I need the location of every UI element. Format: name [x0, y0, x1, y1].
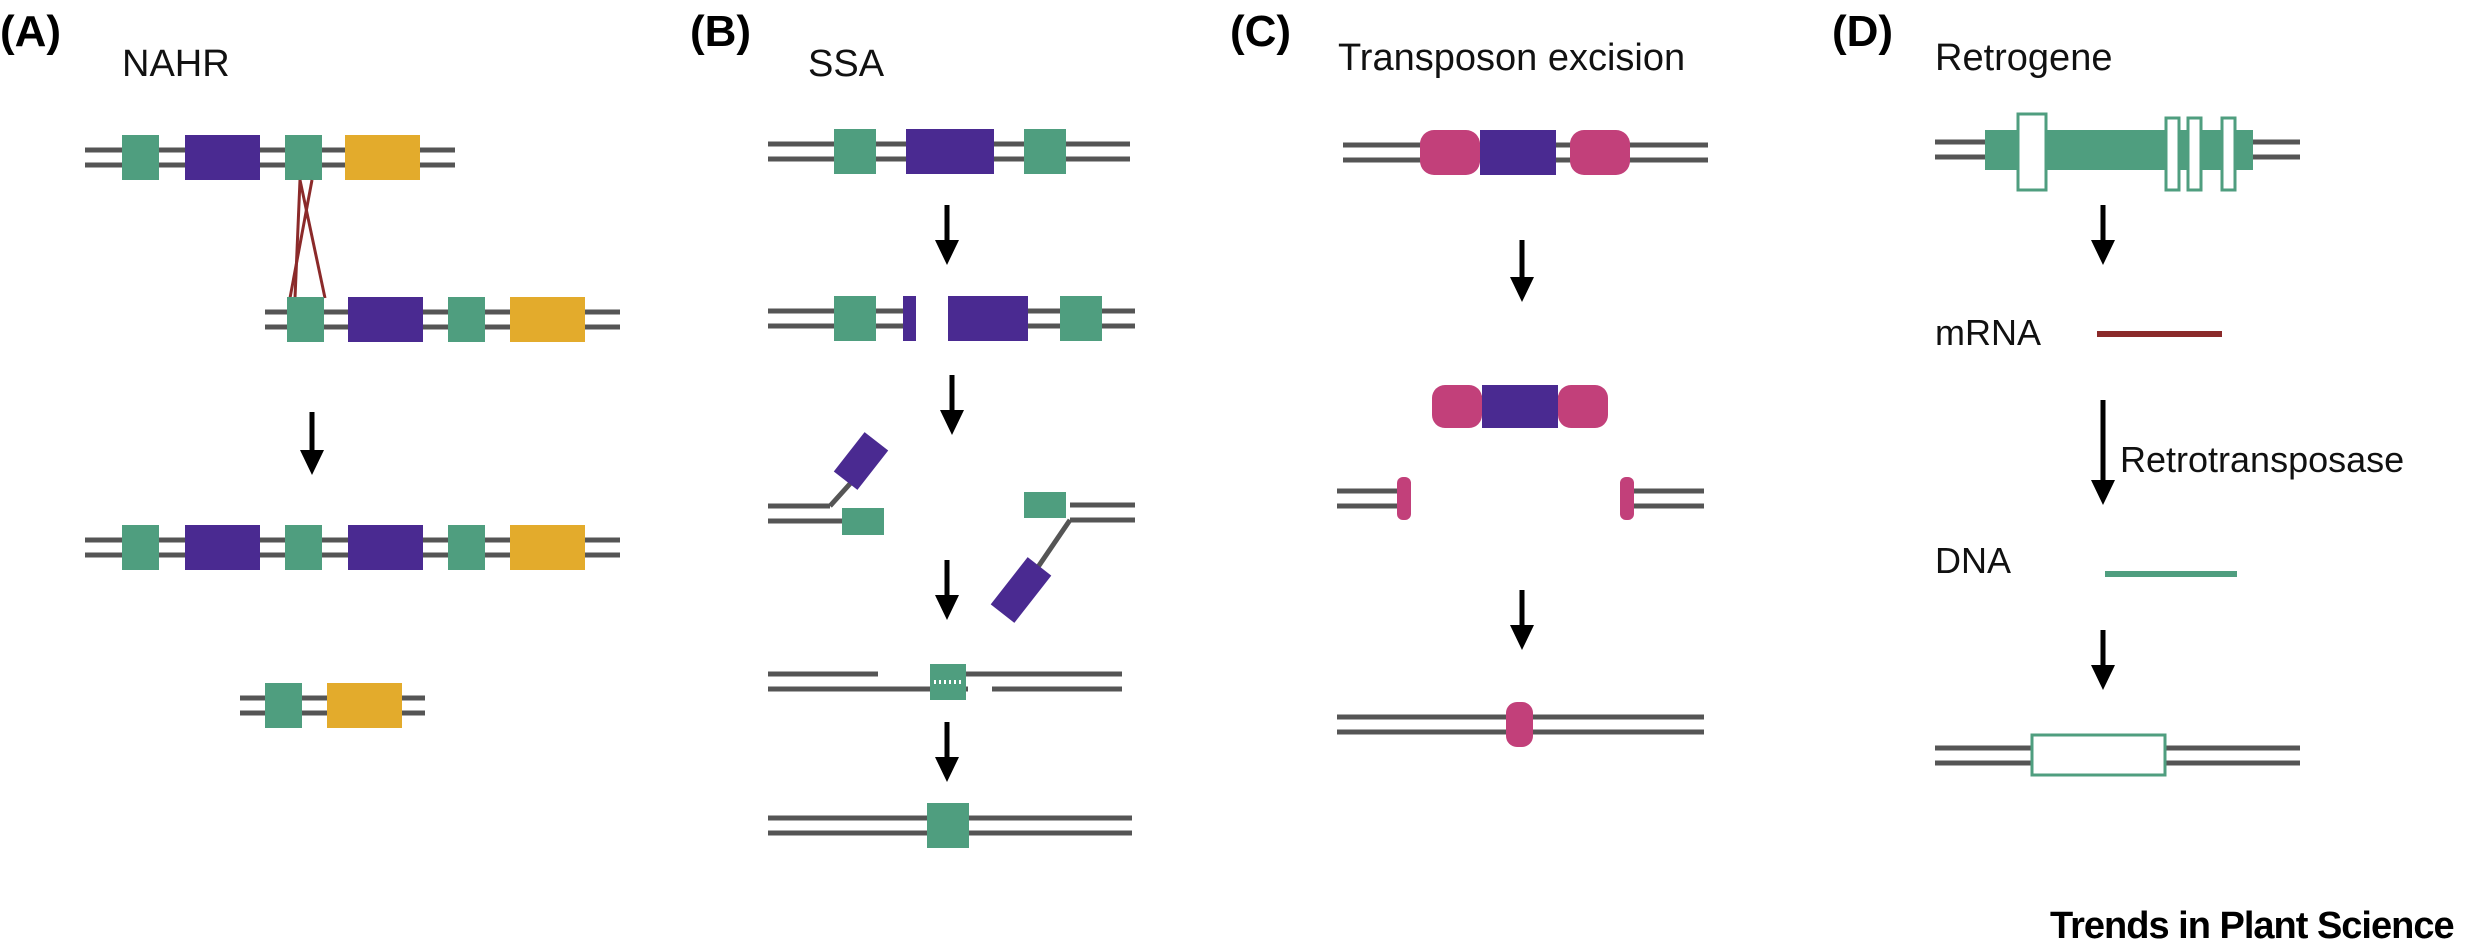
- dna-label: DNA: [1935, 540, 2011, 581]
- repeat-box: [1060, 296, 1102, 341]
- arrow-down-icon: [935, 560, 959, 620]
- arrow-down-icon: [2091, 400, 2115, 505]
- repeat-box: [834, 129, 876, 174]
- repeat-box: [448, 297, 485, 342]
- panel-a: (A) NAHR: [0, 7, 620, 728]
- transposon-end: [1570, 130, 1630, 175]
- transposon-end: [1558, 385, 1608, 428]
- ssa-double-strand-break: [768, 296, 1135, 341]
- transposon-footprint: [1337, 702, 1704, 747]
- gene-box: [185, 135, 260, 180]
- repeat-box: [122, 135, 159, 180]
- repeat-box: [285, 135, 322, 180]
- parent-gene: [1935, 112, 2300, 192]
- repeat-box: [927, 803, 969, 848]
- transposon-chromosome: [1343, 130, 1708, 175]
- repeat-box: [1024, 492, 1066, 518]
- ssa-chromosome-1: [768, 129, 1130, 174]
- repeat-box: [285, 525, 322, 570]
- gene-box: [510, 525, 585, 570]
- mrna-label: mRNA: [1935, 312, 2041, 353]
- gene-box: [510, 297, 585, 342]
- transposon-end: [1420, 130, 1480, 175]
- arrow-down-icon: [2091, 630, 2115, 690]
- gene-box: [1480, 130, 1556, 175]
- nahr-deletion-product: [240, 683, 425, 728]
- gene-box: [833, 432, 889, 490]
- nahr-chromosome-2: [265, 297, 620, 342]
- repeat-box: [842, 508, 884, 535]
- nahr-duplication-product: [85, 525, 620, 570]
- transposon-end: [1432, 385, 1482, 428]
- inserted-retrogene: [1935, 733, 2300, 777]
- panel-b: (B) SSA: [690, 7, 1135, 848]
- retrogene-box: [2030, 733, 2167, 777]
- footprint: [1506, 702, 1533, 747]
- exon-box: [2164, 116, 2181, 192]
- gene-box: [345, 135, 420, 180]
- repeat-box: [122, 525, 159, 570]
- gene-fragment: [903, 296, 916, 341]
- ssa-annealing: [768, 664, 1122, 700]
- journal-footer: Trends in Plant Science: [2050, 905, 2454, 947]
- repeat-box: [265, 683, 302, 728]
- gene-box: [327, 683, 402, 728]
- exon-box: [2220, 116, 2237, 192]
- panel-c: (C) Transposon excision: [1230, 7, 1708, 747]
- crossover-lines: [288, 179, 327, 299]
- repeat-box: [834, 296, 876, 341]
- gene-box: [1482, 385, 1558, 428]
- exon-box: [2186, 116, 2203, 192]
- panel-d-title: Retrogene: [1935, 37, 2112, 79]
- gene-box: [185, 525, 260, 570]
- cut-end: [1397, 477, 1411, 520]
- gene-box: [906, 129, 994, 174]
- arrow-down-icon: [2091, 205, 2115, 265]
- panel-b-letter: (B): [690, 7, 751, 56]
- nahr-chromosome-1: [85, 135, 455, 180]
- broken-chromosome: [1337, 477, 1704, 520]
- retrotransposase-label: Retrotransposase: [2120, 439, 2404, 480]
- panel-b-title: SSA: [808, 43, 885, 85]
- cut-end: [1620, 477, 1634, 520]
- panel-a-letter: (A): [0, 7, 61, 56]
- arrow-down-icon: [300, 412, 324, 475]
- gene-box: [948, 296, 1028, 341]
- repeat-box: [1024, 129, 1066, 174]
- gene-box: [990, 557, 1052, 623]
- arrow-down-icon: [935, 722, 959, 782]
- panel-a-title: NAHR: [122, 43, 230, 85]
- repeat-box: [287, 297, 324, 342]
- panel-d: (D) Retrogene mRNA Retrotransposase DNA: [1832, 7, 2404, 777]
- arrow-down-icon: [935, 205, 959, 265]
- arrow-down-icon: [940, 375, 964, 435]
- panel-d-letter: (D): [1832, 7, 1893, 56]
- excised-transposon: [1432, 385, 1608, 428]
- panel-c-letter: (C): [1230, 7, 1291, 56]
- arrow-down-icon: [1510, 240, 1534, 302]
- repeat-box: [448, 525, 485, 570]
- gene-box: [348, 297, 423, 342]
- panel-c-title: Transposon excision: [1338, 37, 1685, 79]
- ssa-product: [768, 803, 1132, 848]
- exon-box: [2016, 112, 2048, 192]
- ssa-resection: [768, 432, 1135, 623]
- arrow-down-icon: [1510, 590, 1534, 650]
- gene-box: [348, 525, 423, 570]
